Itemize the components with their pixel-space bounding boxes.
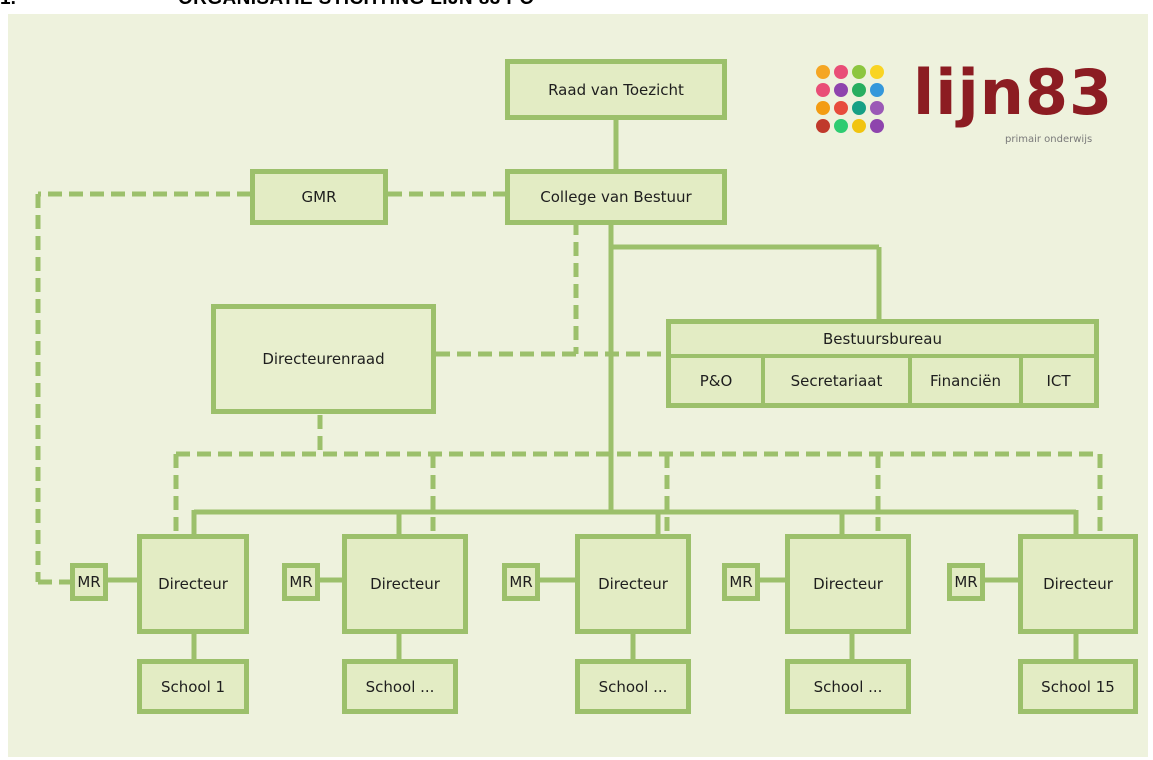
- box-label: School 1: [160, 677, 226, 696]
- logo-dot: [852, 65, 866, 79]
- box-label: Directeur: [1043, 575, 1113, 593]
- logo-dot: [870, 119, 884, 133]
- logo-dot: [834, 101, 848, 115]
- logo-dot: [834, 65, 848, 79]
- box-gmr: GMR: [250, 169, 388, 225]
- box-school-2: School ...: [342, 659, 458, 714]
- box-label: Directeur: [370, 575, 440, 593]
- box-raad-van-toezicht: Raad van Toezicht: [505, 59, 727, 120]
- box-directeur-1: Directeur: [137, 534, 249, 634]
- box-label: College van Bestuur: [540, 188, 692, 206]
- box-label: School ...: [365, 677, 435, 696]
- box-bestuursbureau: Bestuursbureau P&O Secretariaat Financië…: [666, 319, 1099, 408]
- logo-dot: [852, 83, 866, 97]
- box-mr-2: MR: [282, 563, 320, 601]
- unit-ict: ICT: [1046, 371, 1071, 390]
- box-label: MR: [509, 573, 533, 591]
- logo-dot: [870, 65, 884, 79]
- box-label: Raad van Toezicht: [548, 80, 684, 99]
- box-school-3: School ...: [575, 659, 691, 714]
- box-directeurenraad: Directeurenraad: [211, 304, 436, 414]
- box-label: Directeur: [813, 575, 883, 593]
- logo-subtitle: primair onderwijs: [1005, 134, 1093, 145]
- box-school-1: School 1: [137, 659, 249, 714]
- connector-lines: [35, 118, 1103, 662]
- box-mr-4: MR: [722, 563, 760, 601]
- box-directeur-3: Directeur: [575, 534, 691, 634]
- box-label: School ...: [598, 677, 668, 696]
- box-mr-5: MR: [947, 563, 985, 601]
- box-directeur-5: Directeur: [1018, 534, 1138, 634]
- unit-financien: Financiën: [912, 358, 1023, 403]
- logo-dot: [816, 101, 830, 115]
- logo-dot: [852, 101, 866, 115]
- box-directeur-2: Directeur: [342, 534, 468, 634]
- box-label: Directeurenraad: [262, 350, 385, 368]
- box-label: MR: [729, 573, 753, 591]
- logo-dots-icon: [816, 65, 884, 133]
- org-chart-panel: lijn83 primair onderwijs Raad van Toezic…: [8, 14, 1148, 757]
- page-header: 1. ORGANISATIE STICHTING LIJN 83 PO: [0, 0, 1153, 10]
- logo-dot: [870, 83, 884, 97]
- lijn83-logo: lijn83 primair onderwijs: [813, 56, 1112, 162]
- box-school-5: School 15: [1018, 659, 1138, 714]
- logo-dot: [852, 119, 866, 133]
- box-label: GMR: [301, 188, 337, 206]
- logo-dot: [816, 65, 830, 79]
- box-mr-1: MR: [70, 563, 108, 601]
- logo-dot: [816, 119, 830, 133]
- unit-po: P&O: [671, 358, 765, 403]
- box-label: School 15: [1041, 677, 1115, 696]
- logo-dot: [834, 83, 848, 97]
- page-title: ORGANISATIE STICHTING LIJN 83 PO: [178, 0, 535, 10]
- box-college-van-bestuur: College van Bestuur: [505, 169, 727, 225]
- box-directeur-4: Directeur: [785, 534, 911, 634]
- box-label: School ...: [813, 677, 883, 696]
- box-label: MR: [77, 573, 101, 591]
- box-label: Directeur: [158, 575, 228, 593]
- logo-dot: [816, 83, 830, 97]
- section-number: 1.: [0, 0, 16, 10]
- box-label: MR: [954, 573, 978, 591]
- bestuursbureau-title: Bestuursbureau: [671, 324, 1094, 358]
- box-label: Directeur: [598, 575, 668, 593]
- box-label: MR: [289, 573, 313, 591]
- box-school-4: School ...: [785, 659, 911, 714]
- logo-dot: [870, 101, 884, 115]
- logo-wordmark: lijn83: [913, 56, 1114, 129]
- box-mr-3: MR: [502, 563, 540, 601]
- unit-secretariaat: Secretariaat: [765, 358, 912, 403]
- logo-dot: [834, 119, 848, 133]
